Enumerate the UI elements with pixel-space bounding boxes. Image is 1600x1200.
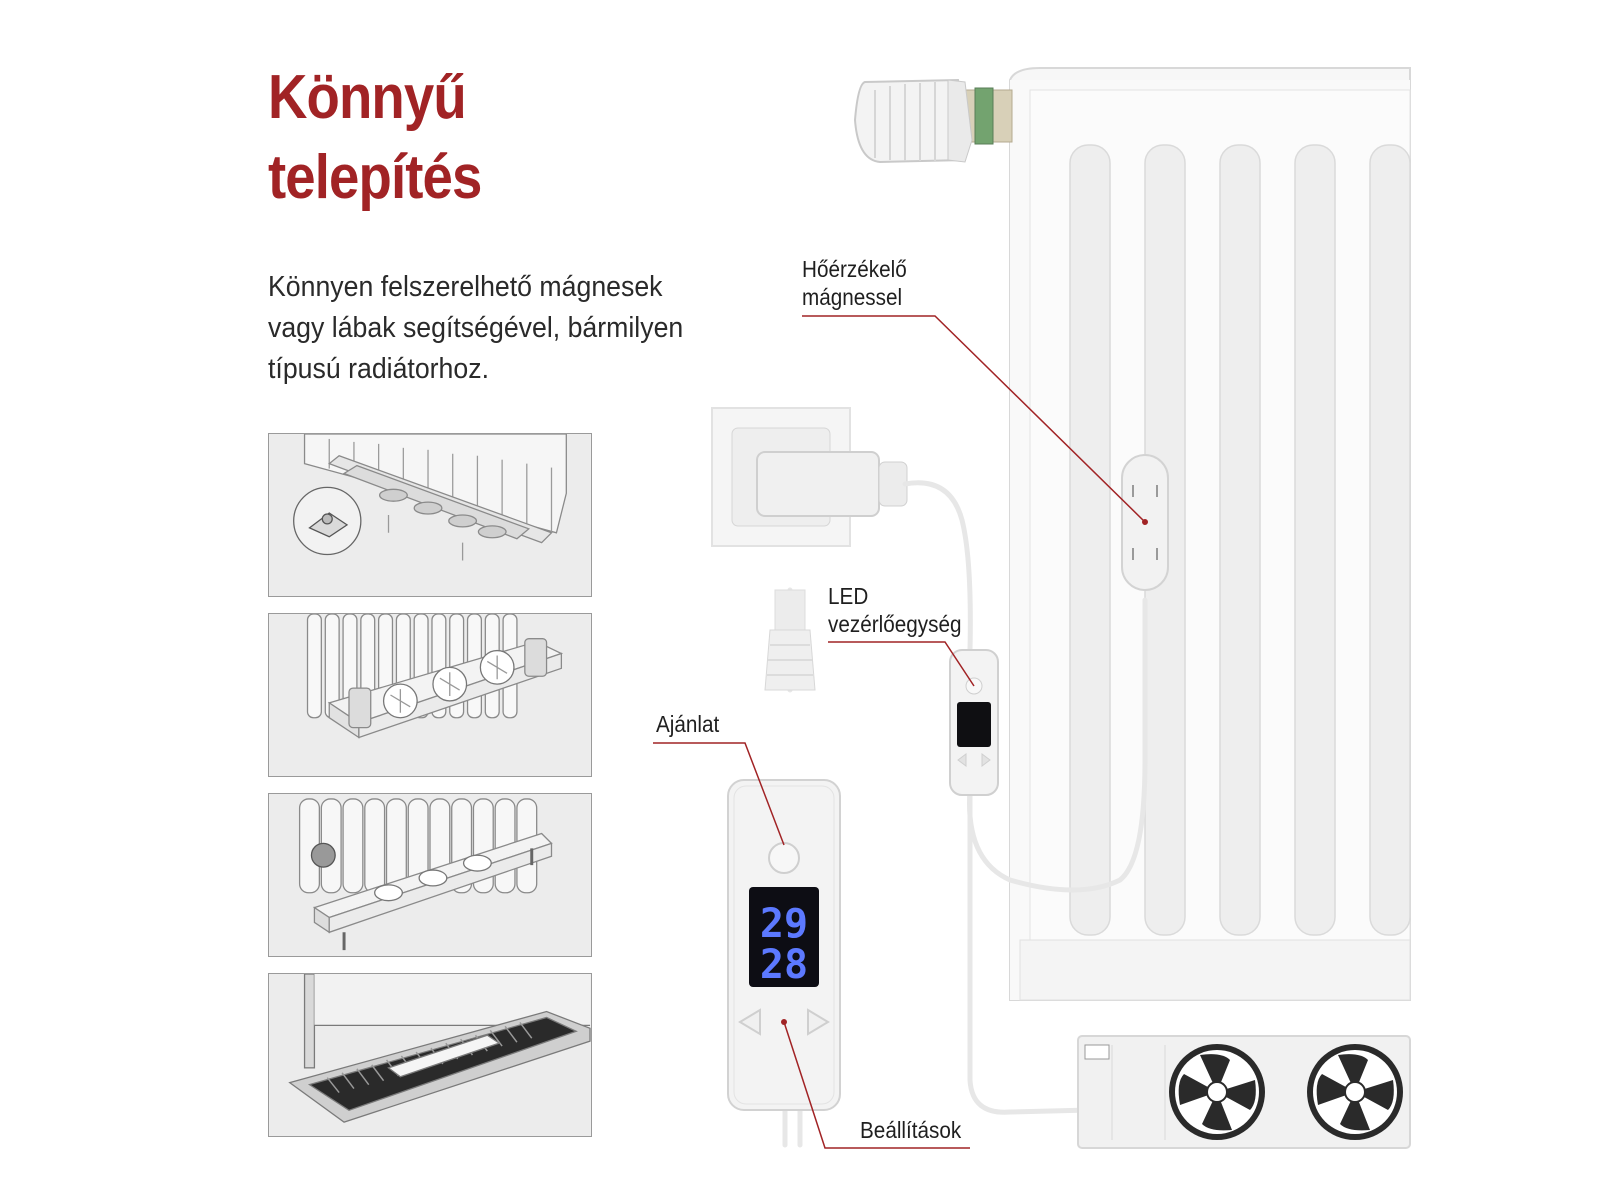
- callout-sensor-line-1: Hőérzékelő: [802, 256, 907, 282]
- temperature-sensor: [1121, 454, 1169, 591]
- leader-lines: [653, 315, 1146, 1149]
- callout-sensor-line-2: mágnessel: [802, 284, 903, 310]
- title-line-2: telepítés: [268, 143, 482, 212]
- callout-sensor: Hőérzékelő mágnessel: [802, 255, 907, 311]
- led-control-unit: [949, 649, 999, 796]
- thermostat-head-icon: [853, 78, 1013, 164]
- power-plug-icon: [711, 407, 908, 547]
- radiator-panel: [1009, 67, 1411, 1001]
- callout-led-line-2: vezérlőegység: [828, 611, 962, 637]
- install-panel-floor: [268, 973, 592, 1137]
- floor-convector-illustration: [269, 974, 591, 1136]
- display-value-bottom: 28: [760, 942, 808, 988]
- description-line-3: típusú radiátorhoz.: [268, 353, 489, 385]
- install-panel-magnet: [268, 433, 592, 597]
- right-arrow-icon: [807, 1008, 830, 1036]
- column-radiator-illustration: [269, 794, 591, 956]
- page-title: Könnyű telepítés: [268, 58, 482, 218]
- callout-led: LED vezérlőegység: [828, 582, 961, 638]
- fan-icon: [1169, 1044, 1265, 1140]
- callout-recommend-label: Ajánlat: [656, 711, 720, 737]
- feet-mount-illustration: [269, 614, 591, 776]
- callout-recommend: Ajánlat: [656, 710, 719, 738]
- description-line-1: Könnyen felszerelhető mágnesek: [268, 271, 663, 303]
- install-panel-feet: [268, 613, 592, 777]
- description-text: Könnyen felszerelhető mágnesek vagy lába…: [268, 267, 783, 390]
- display-value-top: 29: [760, 901, 808, 947]
- description-line-2: vagy lábak segítségével, bármilyen: [268, 312, 684, 344]
- power-cable: [782, 480, 1148, 1148]
- magnet-mount-illustration: [269, 434, 591, 596]
- install-panel-column: [268, 793, 592, 957]
- left-arrow-icon: [738, 1008, 761, 1036]
- fan-icon-2: [1307, 1044, 1403, 1140]
- callout-settings: Beállítások: [860, 1116, 961, 1144]
- main-controller: 29 28: [727, 589, 841, 1111]
- recommend-button-icon: [768, 842, 800, 874]
- fan-unit: [1077, 1035, 1411, 1149]
- callout-led-line-1: LED: [828, 583, 869, 609]
- temperature-display: [749, 887, 819, 987]
- title-line-1: Könnyű: [268, 63, 467, 132]
- callout-settings-label: Beállítások: [860, 1117, 962, 1143]
